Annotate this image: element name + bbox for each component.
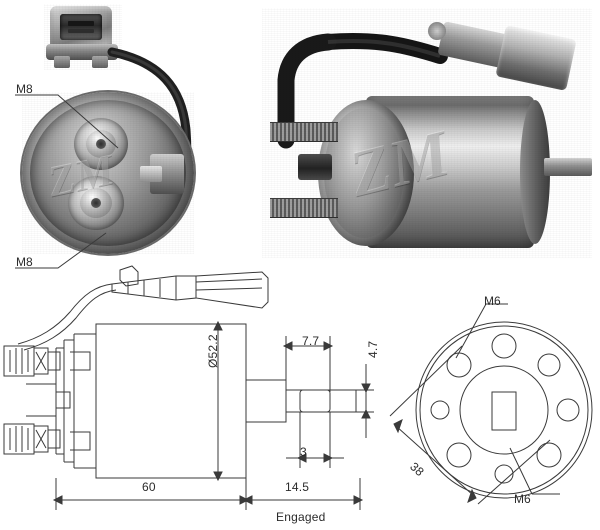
note-engaged: Engaged — [276, 510, 326, 524]
dim-plunger-height: 4.7 — [366, 340, 380, 358]
drawing-side-elevation — [3, 265, 374, 510]
photo-connector-plug — [44, 4, 122, 70]
drawing-flange-end-view — [389, 303, 593, 505]
dim-diameter-body: Ø52.2 — [206, 334, 220, 368]
photo-solenoid-end-view: ZM — [22, 92, 194, 254]
dim-plunger-extension: 14.5 — [285, 480, 310, 494]
label-m8-bottom: M8 — [16, 255, 33, 269]
dim-plunger-step: 7.7 — [302, 334, 320, 348]
leader-m8-bottom — [15, 232, 107, 269]
dim-length-body: 60 — [142, 480, 156, 494]
leader-m8-top — [15, 94, 119, 149]
label-m8-top: M8 — [16, 82, 33, 96]
photo-stud-upper — [270, 122, 338, 142]
label-m6-top: M6 — [484, 294, 501, 308]
dim-plunger-tip: 3 — [300, 445, 307, 459]
photo-stud-lower — [270, 198, 338, 218]
photo-solenoid-body: ZM — [262, 8, 592, 258]
label-m6-bottom: M6 — [514, 492, 531, 506]
photo-body-boot — [277, 32, 448, 149]
